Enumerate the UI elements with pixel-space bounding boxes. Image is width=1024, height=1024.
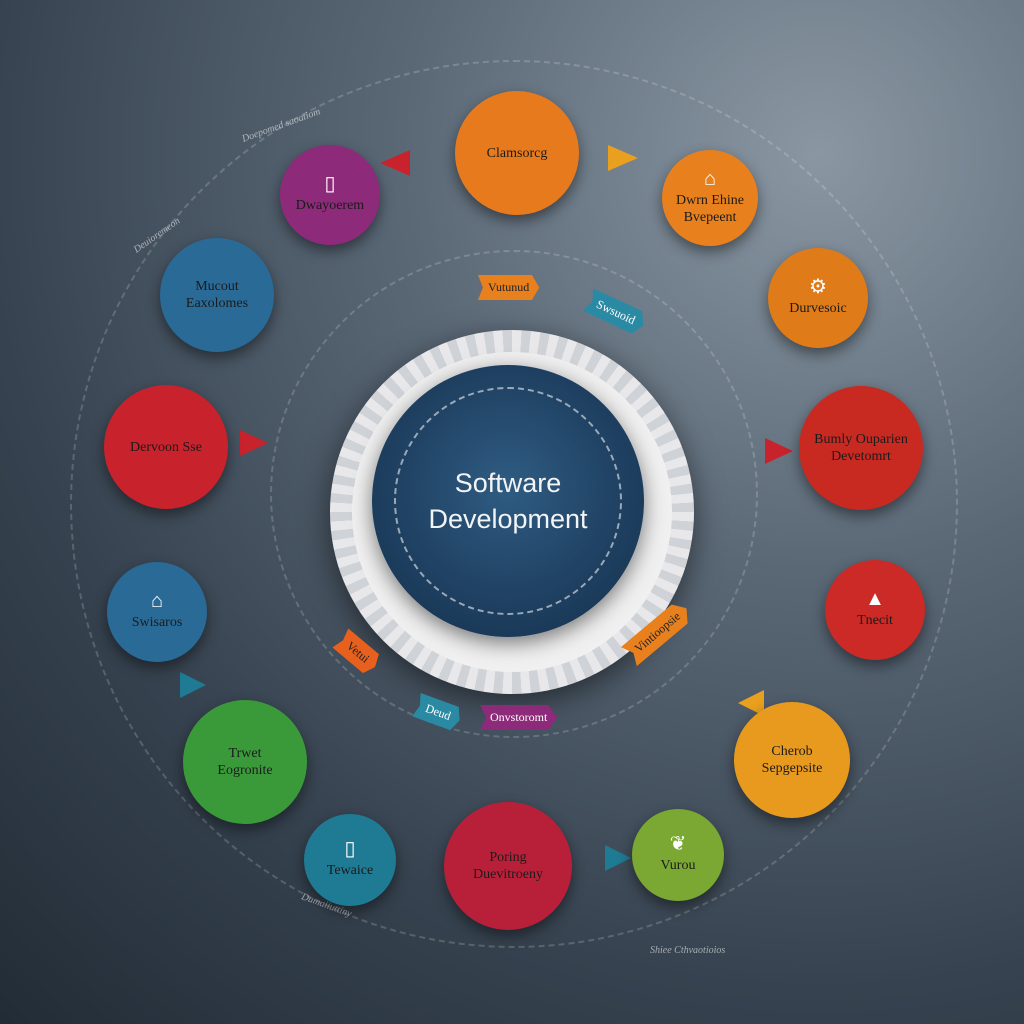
node-13: ❦Vurou — [632, 809, 724, 901]
center-title-line2: Development — [428, 504, 588, 534]
node-11: ▯Tewaice — [304, 814, 396, 906]
home-icon: ⌂ — [703, 167, 716, 190]
tag: Swsuoid — [583, 288, 649, 337]
tag: Vetui — [332, 628, 383, 676]
node-1: ▯Dwayoerem — [280, 145, 380, 245]
node-0: Clamsorcg — [455, 91, 579, 215]
arrow-icon — [240, 430, 268, 456]
node-5: Dervoon Sse — [104, 385, 228, 509]
tag: Onvstoromt — [480, 705, 558, 730]
arrow-icon — [608, 145, 638, 171]
node-7: ⌂Swisaros — [107, 562, 207, 662]
center-title-line1: Software — [454, 468, 562, 498]
leaf-icon: ❦ — [669, 833, 687, 855]
arrow-icon — [605, 845, 631, 871]
node-8: ▲Tnecit — [825, 560, 925, 660]
note: Shiee Cthvaotioios — [650, 945, 726, 956]
center-hub: Software Development — [372, 365, 644, 637]
arrow-icon — [380, 150, 410, 176]
document-icon: ▯ — [324, 173, 336, 195]
tag: Vutunud — [478, 275, 540, 300]
document-icon: ▯ — [344, 838, 356, 860]
note: Doepomed saoatiom — [240, 106, 322, 145]
note: Deuioremeon — [131, 215, 183, 256]
team-icon: ⚙ — [809, 276, 827, 298]
node-4: ⚙Durvesoic — [768, 248, 868, 348]
arrow-icon — [180, 672, 206, 698]
arrow-icon — [765, 438, 793, 464]
house-icon: ⌂ — [150, 590, 163, 612]
building-icon: ▲ — [865, 588, 885, 610]
tag: Deud — [412, 693, 464, 732]
